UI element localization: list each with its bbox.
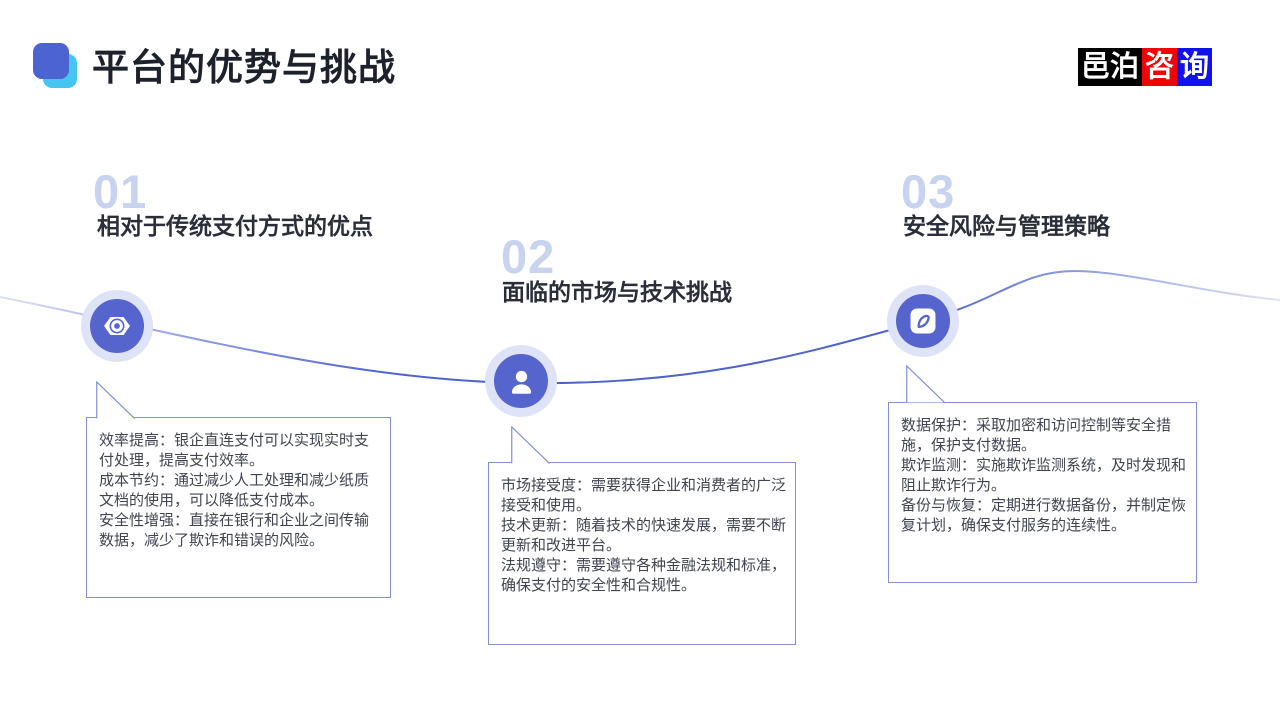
section-2-heading: 面临的市场与技术挑战 [502,279,732,305]
section-2-callout-box: 市场接受度：需要获得企业和消费者的广泛接受和使用。 技术更新：随着技术的快速发展… [488,462,796,645]
section-1-callout-box: 效率提高：银企直连支付可以实现实时支付处理，提高支付效率。 成本节约：通过减少人… [86,417,391,598]
callout-tail-3 [906,365,945,403]
section-2-point: 法规遵守：需要遵守各种金融法规和标准，确保支付的安全性和合规性。 [501,557,787,594]
logo-part-red: 咨 [1142,48,1178,86]
yibo-logo: 邑泊 咨 询 [1078,48,1213,86]
section-1-marker [81,290,153,362]
title-decoration-icon [33,43,81,91]
section-2-number: 02 [501,230,556,283]
user-icon [494,354,548,408]
section-1-point: 效率提高：银企直连支付可以实现实时支付处理，提高支付效率。 [99,432,370,469]
callout-tail-1 [96,381,135,419]
section-2-point: 市场接受度：需要获得企业和消费者的广泛接受和使用。 [501,477,787,514]
section-3-callout-box: 数据保护：采取加密和访问控制等安全措施，保护支付数据。 欺诈监测：实施欺诈监测系… [888,402,1197,583]
pen-icon [896,294,950,348]
section-1-point: 成本节约：通过减少人工处理和减少纸质文档的使用，可以降低支付成本。 [99,472,370,509]
section-1-point: 安全性增强：直接在银行和企业之间传输数据，减少了欺诈和错误的风险。 [99,512,370,549]
title-icon-front-square [33,43,69,79]
nut-icon [90,299,144,353]
section-3-point: 备份与恢复：定期进行数据备份，并制定恢复计划，确保支付服务的连续性。 [901,497,1187,534]
section-3-marker [887,285,959,357]
page-title: 平台的优势与挑战 [92,47,396,88]
section-1-number: 01 [93,165,148,218]
section-3-number: 03 [901,165,956,218]
logo-part-black: 邑泊 [1078,48,1143,86]
section-2-point: 技术更新：随着技术的快速发展，需要不断更新和改进平台。 [501,517,787,554]
section-3-point: 数据保护：采取加密和访问控制等安全措施，保护支付数据。 [901,417,1172,454]
section-3-point: 欺诈监测：实施欺诈监测系统，及时发现和阻止欺诈行为。 [901,457,1187,494]
section-3-heading: 安全风险与管理策略 [903,213,1110,239]
logo-part-blue: 询 [1177,48,1213,86]
section-2-marker [485,345,557,417]
callout-tail-2 [511,426,550,464]
section-1-heading: 相对于传统支付方式的优点 [97,213,373,239]
